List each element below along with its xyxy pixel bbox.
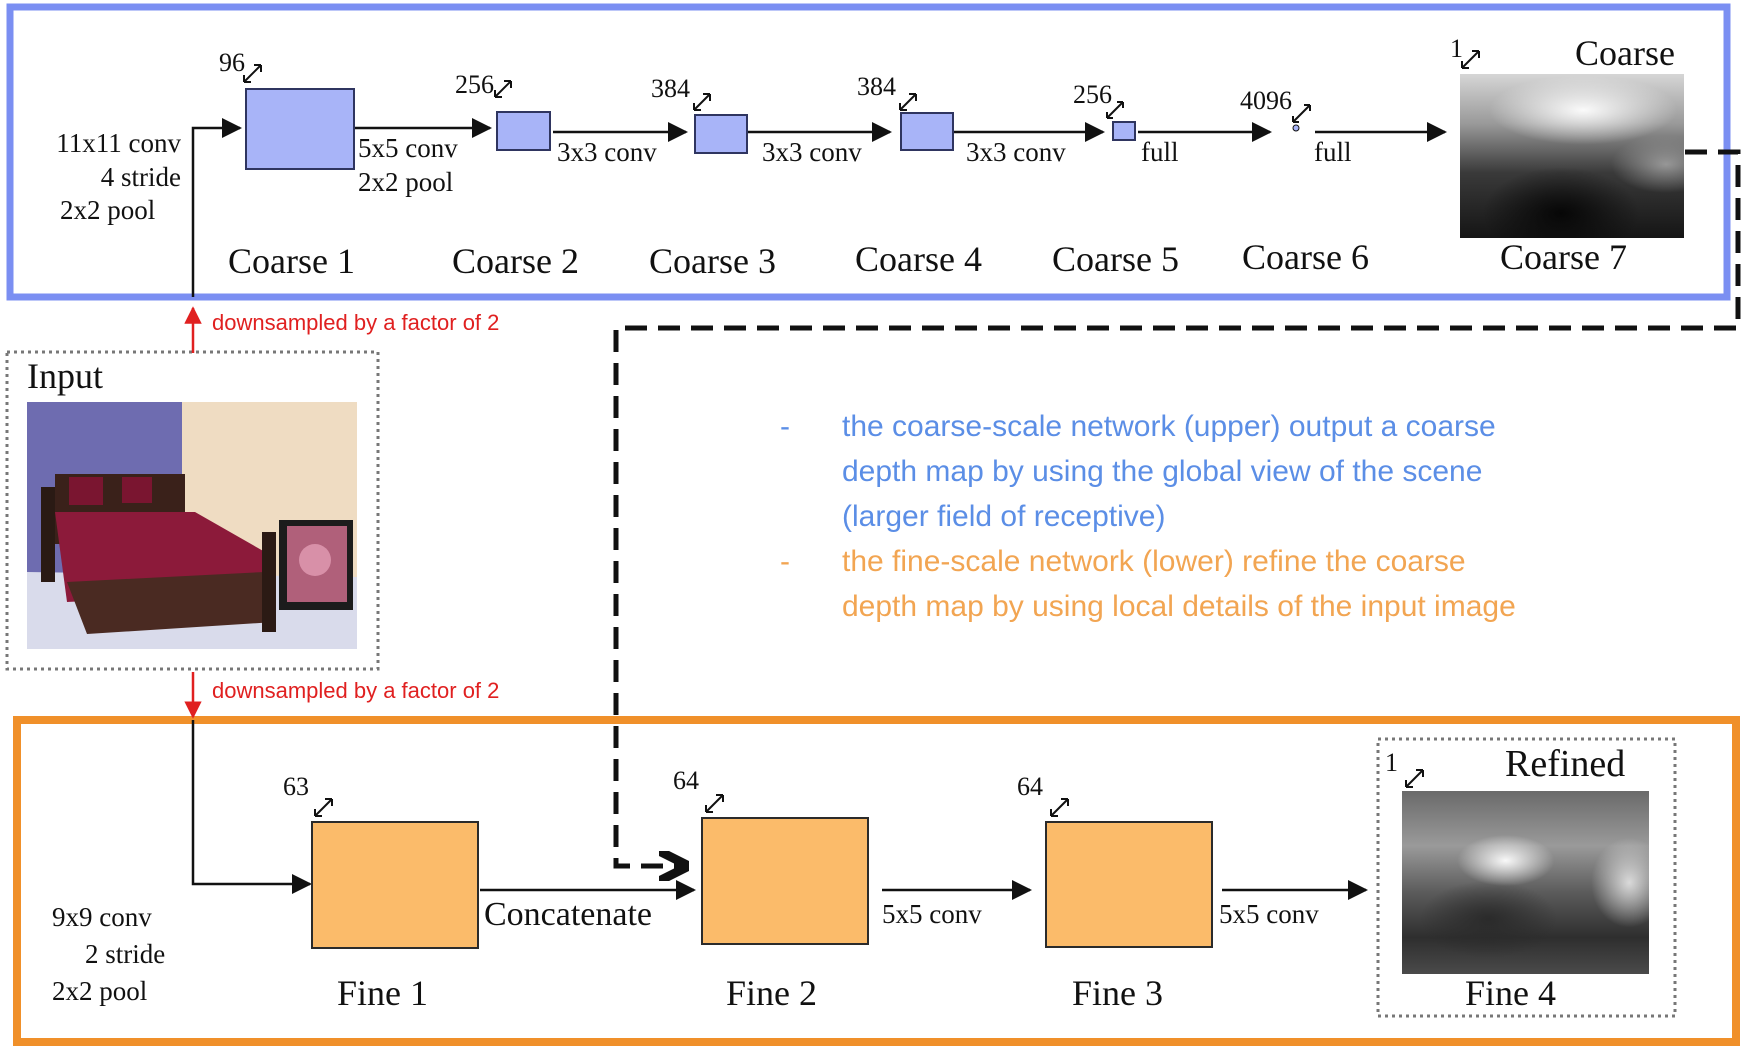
coarse1-op-line2: 2x2 pool [358,167,454,197]
coarse3-op: 3x3 conv [762,137,862,167]
fine-input-op-line2: 2 stride [85,939,166,969]
fine2-op: 5x5 conv [882,899,982,929]
coarse5-dim: 256 [1073,80,1112,109]
coarse7-label: Coarse 7 [1500,237,1627,277]
dim-arrows-coarse [243,50,1480,123]
coarse-output-label: Coarse [1575,33,1675,73]
coarse-input-op-line2: 4 stride [100,162,181,192]
coarse3-dim: 384 [651,74,690,103]
coarse1-label: Coarse 1 [228,241,355,281]
fine1-dim: 63 [283,772,309,801]
fine-bullet: - [780,545,790,578]
input-bedroom-image [27,402,357,649]
coarse-input-connector [191,118,242,297]
coarse-bullet: - [780,410,790,443]
fine-output-label: Refined [1505,743,1626,785]
fine3-dim: 64 [1017,772,1043,801]
coarse-desc-line1: the coarse-scale network (upper) output … [842,410,1496,443]
coarse6-label: Coarse 6 [1242,237,1369,277]
coarse2-label: Coarse 2 [452,241,579,281]
refined-depth-map [1402,791,1649,974]
coarse2-block [496,111,551,151]
fine-input-op-line1: 9x9 conv [52,902,152,932]
downsample-note-upper: downsampled by a factor of 2 [212,310,500,335]
coarse3-block [694,114,748,154]
fine4-frame [1376,737,1677,1018]
coarse6-op: full [1314,137,1352,167]
description-block: - the coarse-scale network (upper) outpu… [780,404,1710,629]
coarse-description: - the coarse-scale network (upper) outpu… [780,404,1710,539]
fine-desc-line2: depth map by using local details of the … [842,590,1516,623]
coarse4-label: Coarse 4 [855,239,982,279]
coarse2-dim: 256 [455,70,494,99]
coarse1-op-line1: 5x5 conv [358,133,458,163]
coarse6-vector [1292,124,1300,132]
fine-input-op-line3: 2x2 pool [52,976,148,1006]
fine-network-frame [13,716,1740,1046]
coarse4-op: 3x3 conv [966,137,1066,167]
coarse7-dim: 1 [1450,34,1463,63]
dim-arrows-fine [314,769,1424,817]
fine3-op: 5x5 conv [1219,899,1319,929]
fine-desc-line1: the fine-scale network (lower) refine th… [842,545,1466,578]
coarse-input-op-line1: 11x11 conv [56,128,181,158]
coarse-depth-map [1460,74,1684,238]
coarse-to-fine-dashed-link [613,149,1741,866]
fine1-block [311,821,479,949]
coarse5-block [1112,121,1136,141]
coarse2-op: 3x3 conv [557,137,657,167]
fine4-dim: 1 [1385,748,1398,777]
fine3-block [1045,821,1213,948]
coarse-desc-line3: (larger field of receptive) [842,500,1166,533]
fine2-dim: 64 [673,766,699,795]
fine-input-connector [191,720,312,894]
fine2-block [701,817,869,945]
coarse5-label: Coarse 5 [1052,239,1179,279]
concatenate-op: Concatenate [484,896,653,933]
coarse1-block [245,88,355,170]
coarse6-dim: 4096 [1240,86,1292,115]
fine-description: - the fine-scale network (lower) refine … [780,539,1710,629]
fine4-label: Fine 4 [1465,973,1557,1013]
coarse5-op: full [1141,137,1179,167]
fine3-label: Fine 3 [1072,973,1164,1013]
coarse-desc-line2: depth map by using the global view of th… [842,455,1483,488]
coarse4-block [900,112,954,151]
coarse4-dim: 384 [857,72,896,101]
coarse3-label: Coarse 3 [649,241,776,281]
fine2-label: Fine 2 [726,973,818,1013]
input-label: Input [27,356,103,396]
downsample-note-lower: downsampled by a factor of 2 [212,678,500,703]
coarse1-dim: 96 [219,48,245,77]
fine1-label: Fine 1 [337,973,429,1013]
coarse-input-op-line3: 2x2 pool [60,195,156,225]
